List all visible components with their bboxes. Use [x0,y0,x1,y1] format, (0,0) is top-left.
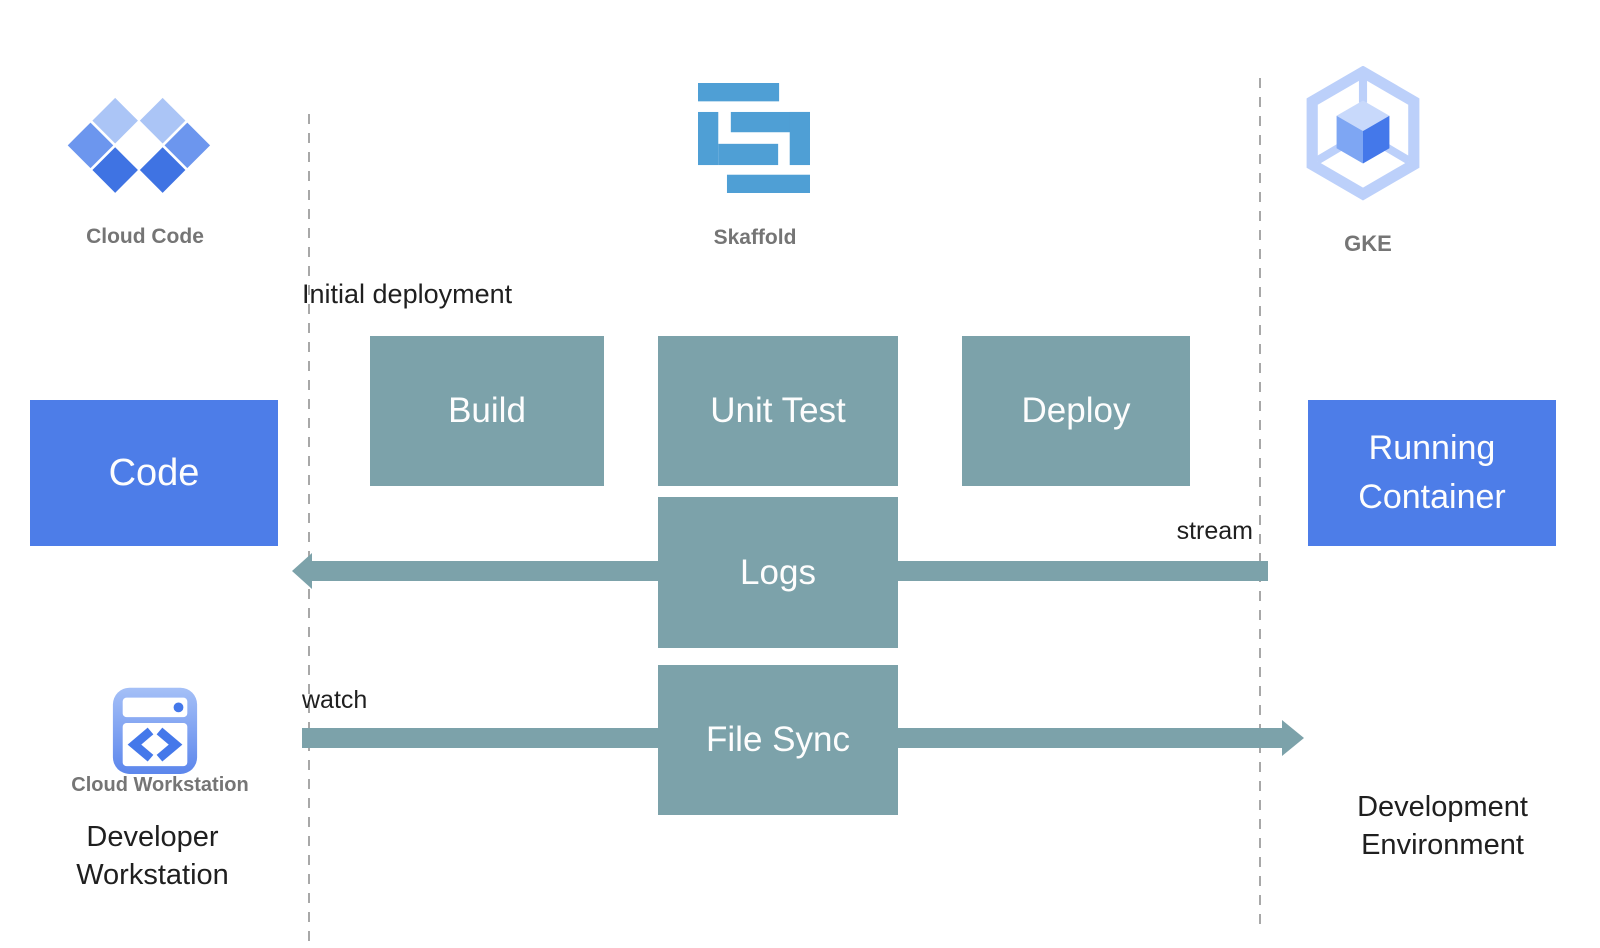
code-box: Code [30,400,278,546]
skaffold-icon [698,83,810,194]
file-sync-box: File Sync [658,665,898,815]
running-container-box: Running Container [1308,400,1556,546]
development-environment-label: Development Environment [1357,791,1528,862]
arrow-left-head-icon [292,553,312,589]
unit-test-box: Unit Test [658,336,898,486]
gke-icon [1306,66,1420,201]
initial-deployment-label: Initial deployment [302,279,513,309]
logs-box: Logs [658,497,898,648]
cloud-code-icon [67,97,211,193]
stream-label: stream [1176,517,1253,545]
cloud-workstation-icon [112,687,198,774]
right-boundary-dashed-line [1259,78,1261,925]
gke-label: GKE [1344,231,1392,256]
left-boundary-dashed-line [308,114,310,948]
deploy-box: Deploy [962,336,1190,486]
skaffold-label: Skaffold [713,226,797,249]
build-box: Build [370,336,604,486]
developer-workstation-label: Developer Workstation [76,821,229,892]
arrow-right-head-icon [1282,720,1304,756]
watch-label: watch [302,686,368,714]
cloud-workstation-label: Cloud Workstation [71,774,249,796]
cloud-code-label: Cloud Code [86,225,204,248]
